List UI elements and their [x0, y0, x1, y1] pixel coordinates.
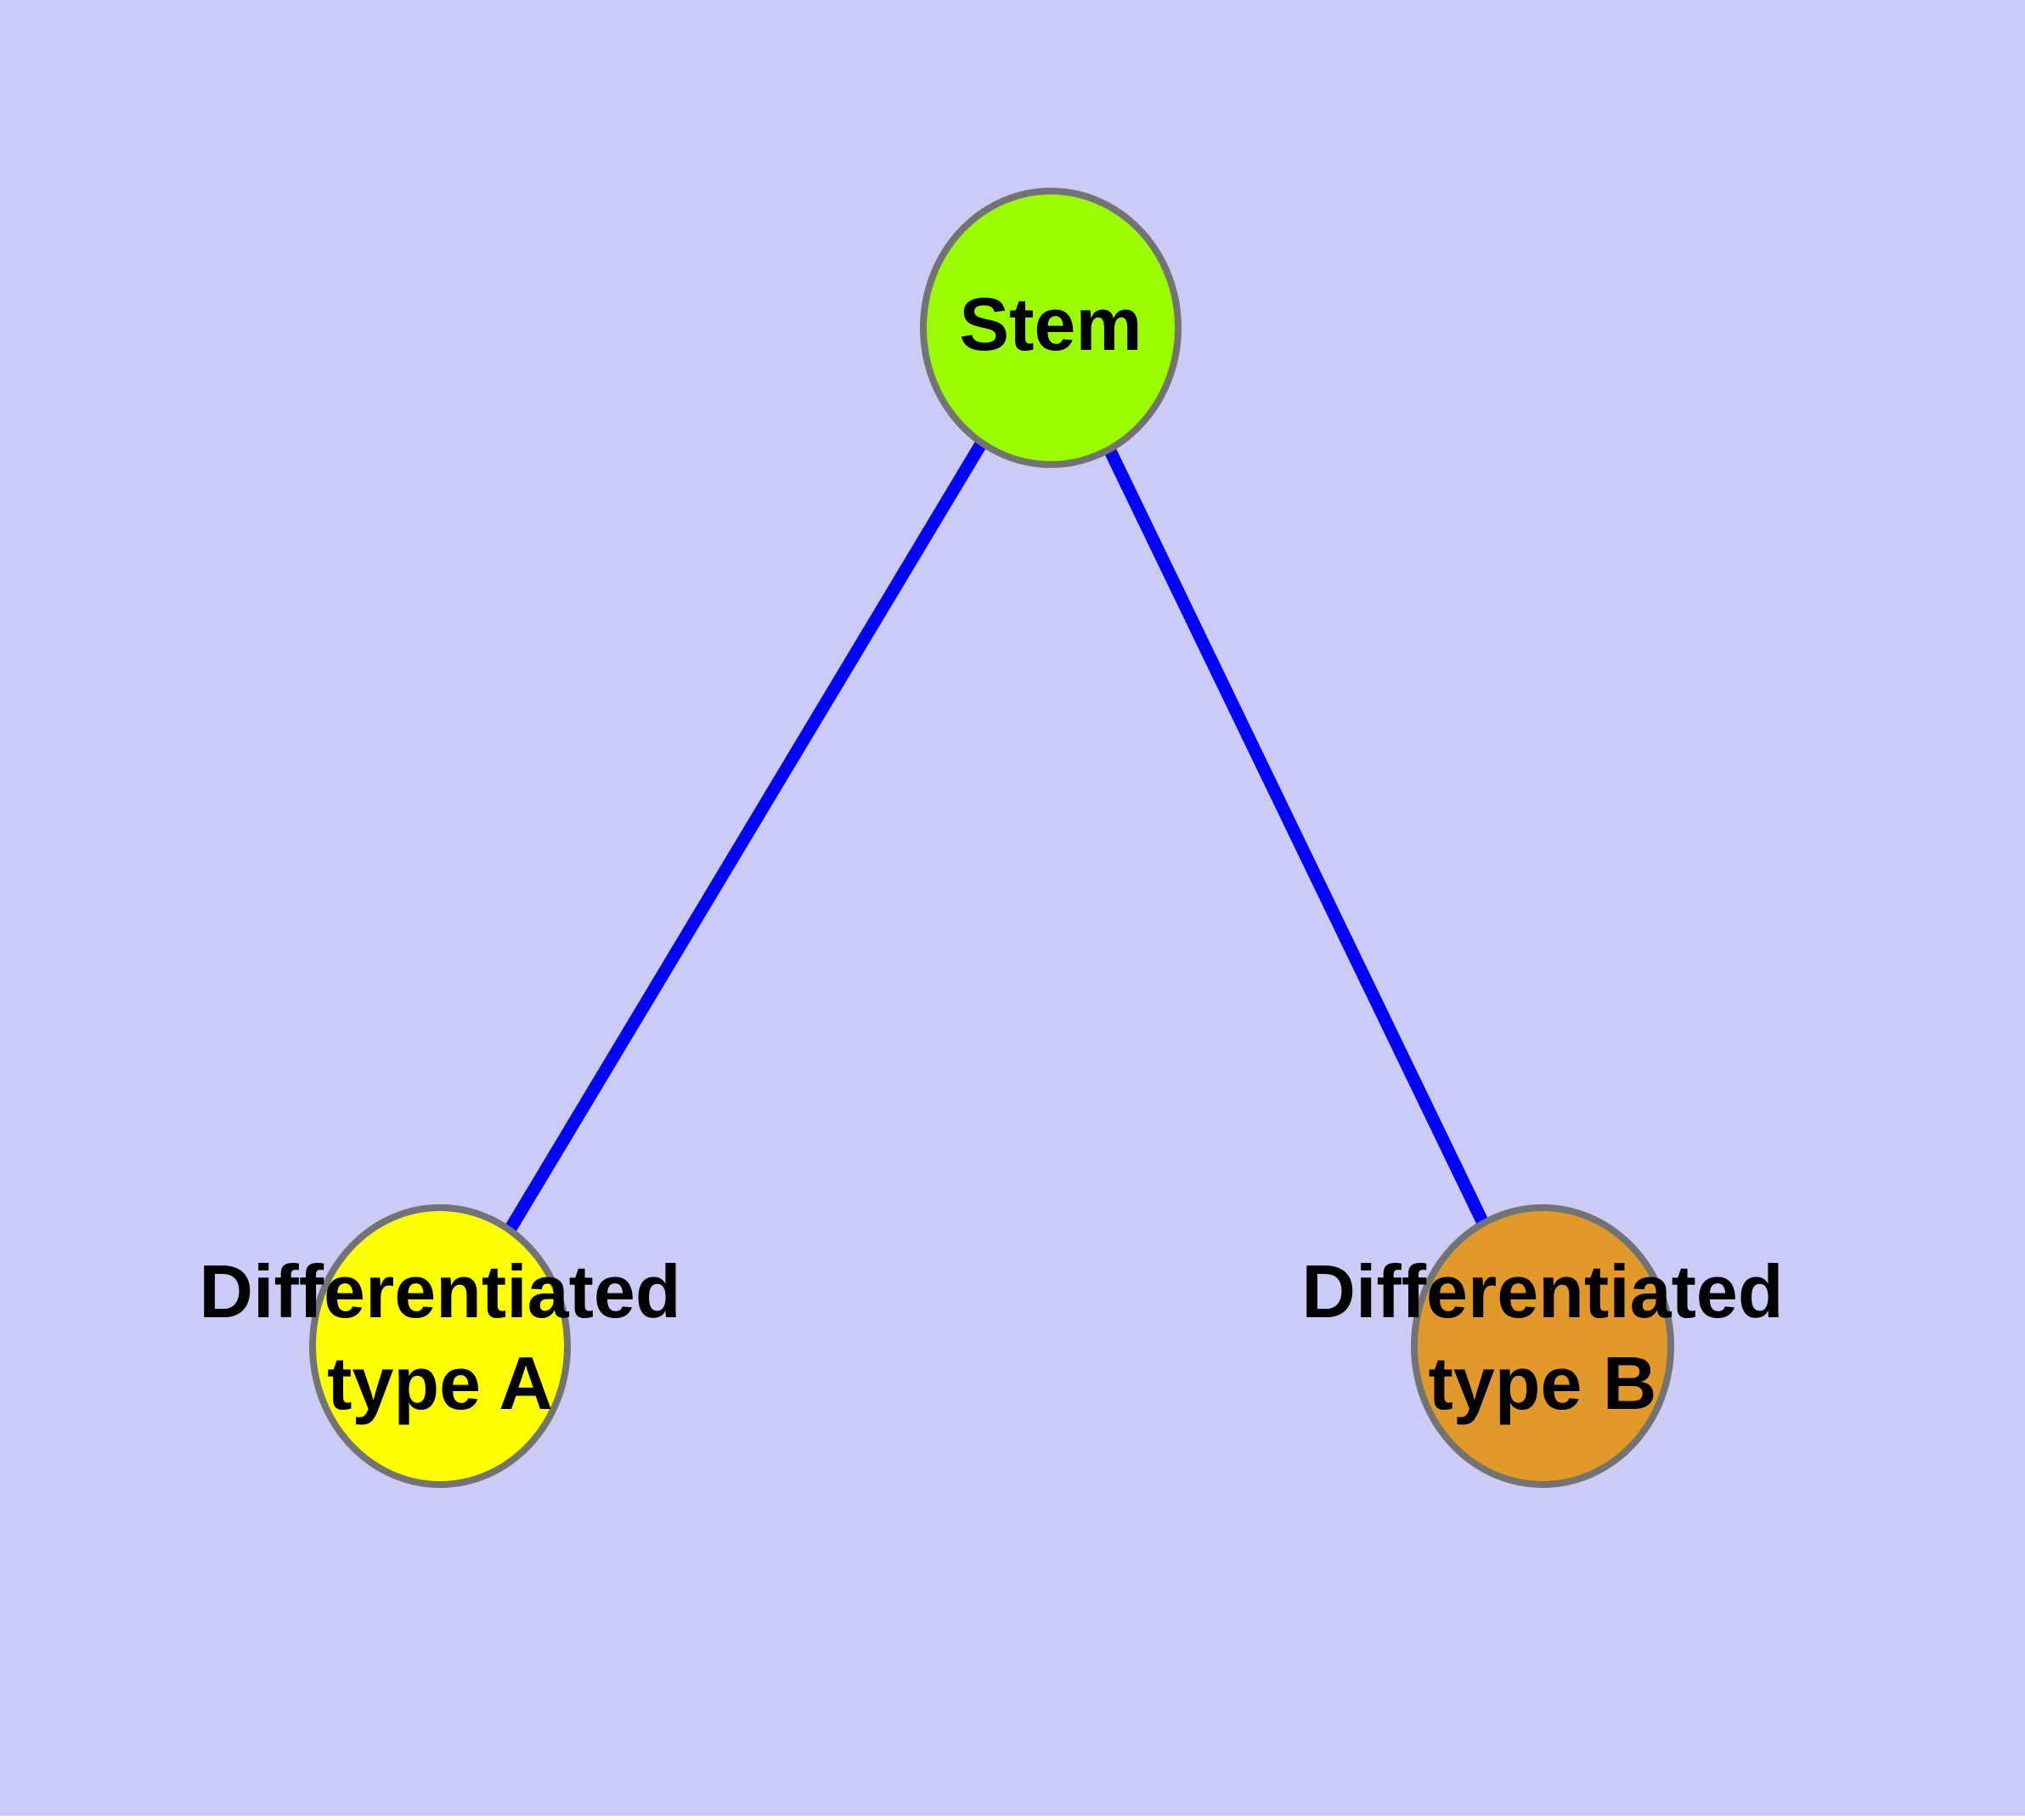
edge-stem-to-differentiated-type-b — [1045, 324, 1548, 1350]
node-differentiated-type-a-shape — [309, 1204, 571, 1488]
node-stem-shape — [920, 188, 1182, 468]
node-stem-label: Stem — [959, 282, 1142, 366]
node-differentiated-type-a-label-line-2: type A — [327, 1341, 553, 1425]
edge-stem-to-differentiated-type-a — [434, 324, 1057, 1350]
node-differentiated-type-b-label-line-1: Differentiated — [1301, 1249, 1783, 1333]
node-stem-label-line-1: Stem — [959, 282, 1142, 366]
edges-layer — [434, 324, 1548, 1350]
node-differentiated-type-b-shape — [1411, 1204, 1674, 1488]
nodes-layer — [309, 188, 1674, 1488]
node-stem — [920, 188, 1182, 468]
node-differentiated-type-b-label-line-2: type B — [1429, 1341, 1657, 1425]
node-differentiated-type-a — [309, 1204, 571, 1488]
node-differentiated-type-a-label-line-1: Differentiated — [199, 1249, 680, 1333]
node-differentiated-type-b — [1411, 1204, 1674, 1488]
